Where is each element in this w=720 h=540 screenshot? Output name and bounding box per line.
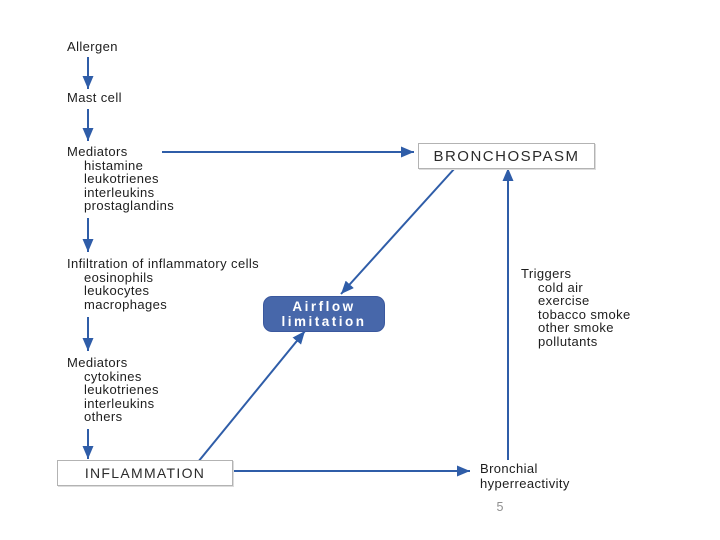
airflow-line1: Airflow	[292, 299, 356, 314]
mediators-2-label: Mediators	[67, 355, 128, 370]
list-item: pollutants	[538, 333, 598, 349]
list-item: cytokines	[84, 368, 142, 384]
bronchial-line1: Bronchial	[480, 461, 538, 476]
list-item: exercise	[538, 293, 590, 309]
node-airflow-limitation-box: Airflow limitation	[263, 296, 385, 332]
list-item: tobacco smoke	[538, 306, 631, 322]
list-item: cold air	[538, 279, 584, 295]
node-mediators-1: Mediators histamine leukotrienes interle…	[67, 145, 174, 213]
arrow-inflammation-to-airflow	[197, 330, 306, 463]
list-item: interleukins	[84, 184, 155, 200]
node-infiltration: Infiltration of inflammatory cells eosin…	[67, 257, 259, 311]
list-item: eosinophils	[84, 269, 154, 285]
list-item: leukocytes	[84, 283, 150, 299]
infiltration-label: Infiltration of inflammatory cells	[67, 256, 260, 271]
list-item: interleukins	[84, 395, 155, 411]
arrow-bronchospasm-to-airflow	[340, 167, 456, 295]
list-item: leukotrienes	[84, 382, 159, 398]
node-triggers: Triggers cold air exercise tobacco smoke…	[521, 267, 631, 349]
mediators-1-label: Mediators	[67, 144, 128, 159]
list-item: prostaglandins	[84, 198, 175, 214]
triggers-label: Triggers	[521, 266, 572, 281]
list-item: others	[84, 409, 123, 425]
page-number: 5	[496, 500, 504, 514]
node-mediators-2: Mediators cytokines leukotrienes interle…	[67, 356, 159, 424]
node-bronchial-hyperreactivity: Bronchial hyperreactivity	[480, 461, 570, 491]
node-allergen: Allergen	[67, 39, 118, 54]
node-bronchospasm-box: BRONCHOSPASM	[418, 143, 595, 169]
list-item: macrophages	[84, 296, 168, 312]
list-item: histamine	[84, 157, 144, 173]
node-mast-cell: Mast cell	[67, 90, 122, 105]
bronchial-line2: hyperreactivity	[480, 475, 570, 491]
list-item: other smoke	[538, 320, 614, 336]
node-inflammation-box: INFLAMMATION	[57, 460, 233, 486]
list-item: leukotrienes	[84, 171, 159, 187]
airflow-line2: limitation	[281, 314, 367, 329]
